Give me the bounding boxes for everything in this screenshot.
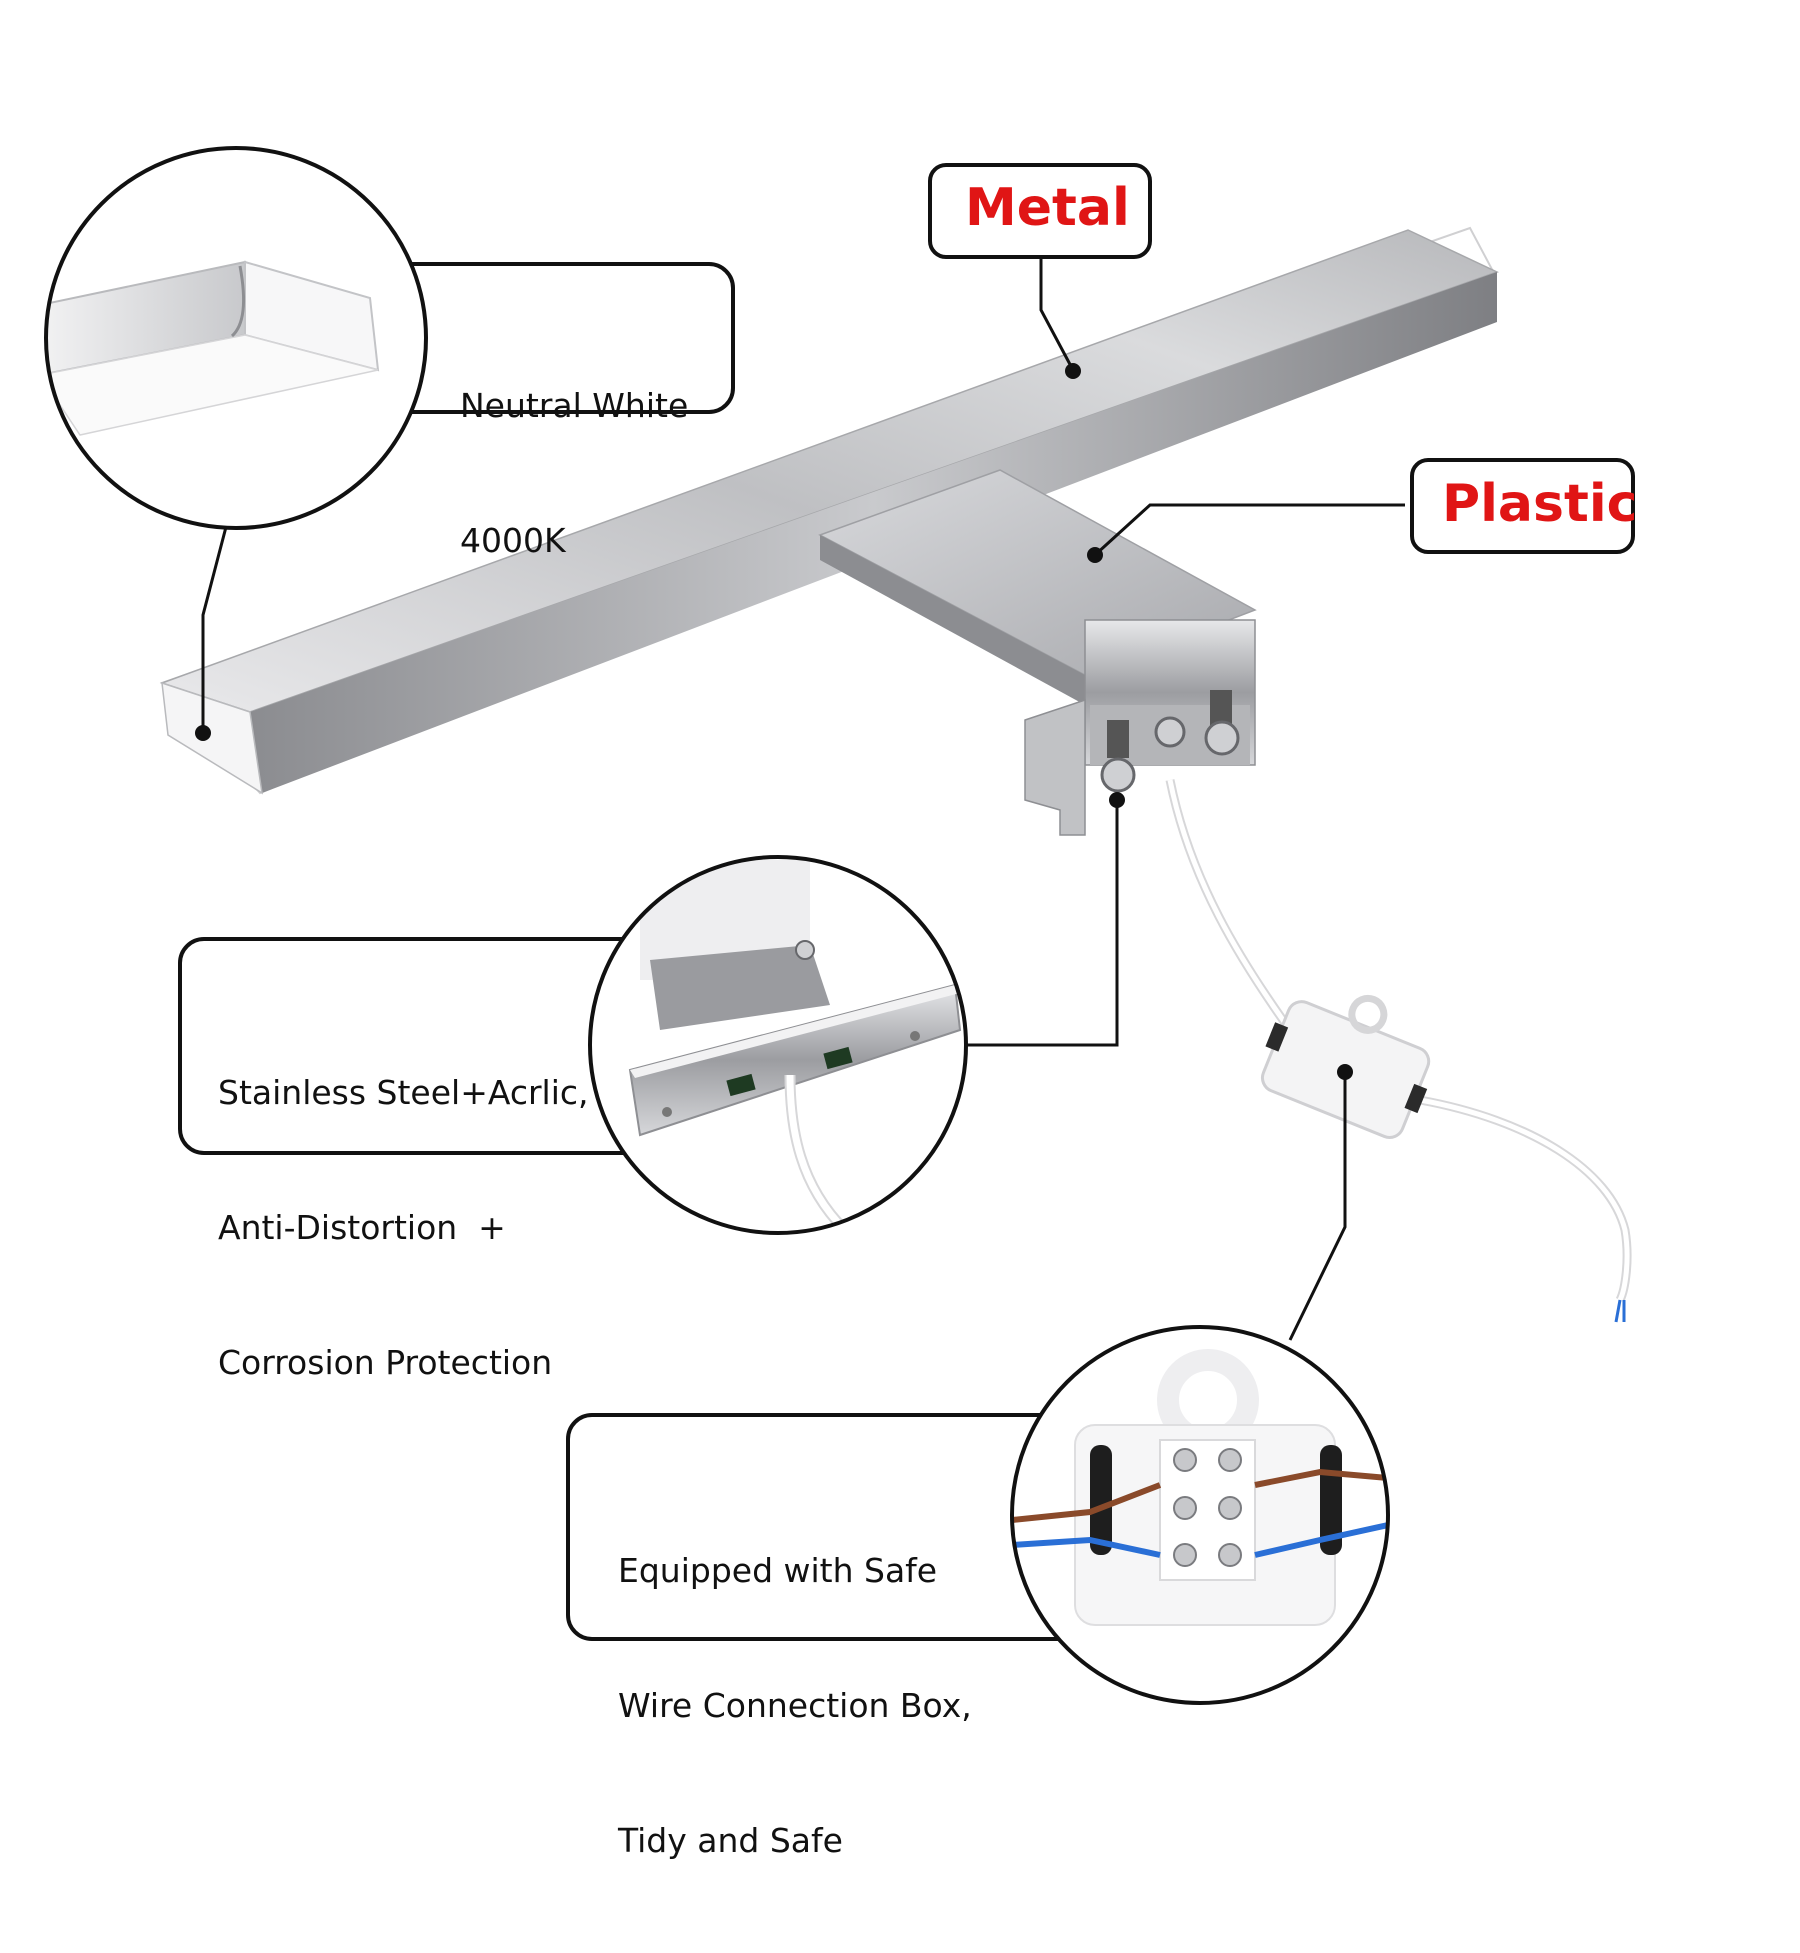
neutral-white-callout [385, 262, 735, 414]
magnifiers [44, 146, 1390, 1705]
bracket-dot [1109, 792, 1125, 808]
metal-label: Metal [965, 178, 1130, 238]
metal-dot [1065, 363, 1081, 379]
steel-line-2: Anti-Distortion + [218, 1208, 506, 1247]
box-line-2: Wire Connection Box, [618, 1686, 972, 1725]
bar-end-dot [195, 725, 211, 741]
wire-box-text: Equipped with Safe Wire Connection Box, … [618, 1458, 972, 1953]
stainless-steel-callout [178, 937, 658, 1155]
plastic-dot [1087, 547, 1103, 563]
product-diagram: Neutral White 4000K Metal Plastic Stainl… [44, 146, 1638, 1860]
neutral-line-2: 4000K [460, 521, 566, 560]
wiring-closeup-circle [1010, 1325, 1390, 1705]
wire-box-callout [566, 1413, 1086, 1641]
plastic-label-box [1410, 458, 1635, 554]
steel-line-3: Corrosion Protection [218, 1343, 553, 1382]
leader-lines [201, 258, 1405, 1341]
stainless-steel-text: Stainless Steel+Acrlic, Anti-Distortion … [218, 980, 589, 1475]
mount-arm [818, 469, 1257, 836]
box-line-3: Tidy and Safe [618, 1821, 843, 1860]
connector-dot [1337, 1064, 1353, 1080]
bar-closeup-circle [44, 146, 428, 530]
diagram-art [159, 226, 1632, 1341]
neutral-white-text: Neutral White 4000K [460, 293, 688, 653]
neutral-line-1: Neutral White [460, 386, 689, 425]
steel-line-1: Stainless Steel+Acrlic, [218, 1073, 589, 1112]
plastic-label: Plastic [1442, 474, 1638, 534]
bracket-closeup-circle [588, 855, 968, 1235]
box-line-1: Equipped with Safe [618, 1551, 938, 1590]
metal-label-box [928, 163, 1152, 259]
